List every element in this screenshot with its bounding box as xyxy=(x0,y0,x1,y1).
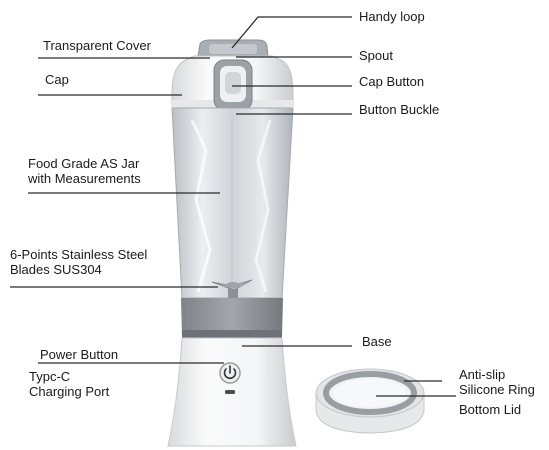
cap-button xyxy=(213,59,253,111)
label-power-button: Power Button xyxy=(40,347,119,362)
label-jar-line2: with Measurements xyxy=(28,171,141,186)
bottom-lid xyxy=(315,368,425,434)
power-icon xyxy=(223,365,237,380)
label-spout: Spout xyxy=(359,48,393,63)
base-band xyxy=(181,298,283,338)
label-button-buckle: Button Buckle xyxy=(359,102,440,117)
label-cap: Cap xyxy=(45,72,69,87)
label-bottom-lid: Bottom Lid xyxy=(459,402,522,417)
jar xyxy=(171,107,294,299)
blades xyxy=(211,279,253,298)
label-handy-loop: Handy loop xyxy=(359,9,425,24)
silicone-ring xyxy=(323,371,417,415)
transparent-cover xyxy=(197,39,269,57)
label-jar-line1: Food Grade AS Jar xyxy=(28,156,140,171)
label-cap-button: Cap Button xyxy=(359,74,425,89)
type-c-port xyxy=(225,390,235,394)
label-port-line2: Charging Port xyxy=(29,384,110,399)
leader-lines xyxy=(10,16,456,397)
label-blades-line2: Blades SUS304 xyxy=(10,262,102,277)
label-port-line1: Typc-C xyxy=(29,369,71,384)
label-base: Base xyxy=(362,334,392,349)
label-blades-line1: 6-Points Stainless Steel xyxy=(10,247,148,262)
label-silicone-ring: Silicone Ring xyxy=(459,382,535,397)
label-transparent-cover: Transparent Cover xyxy=(43,38,151,53)
label-anti-slip: Anti-slip xyxy=(459,367,506,382)
power-button xyxy=(219,362,241,384)
